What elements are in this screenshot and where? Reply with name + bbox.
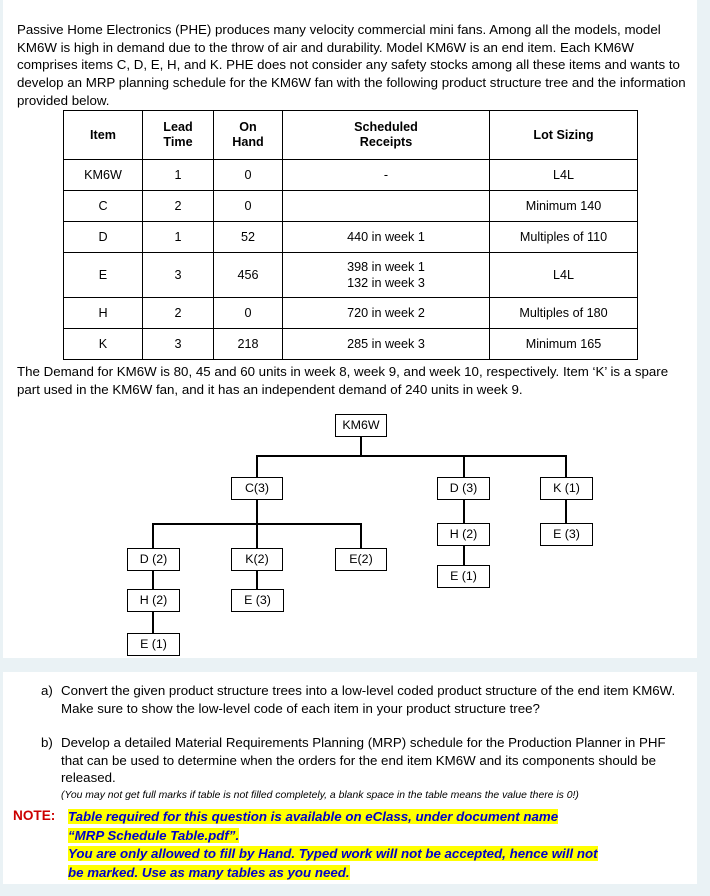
cell-lead-time: 1: [142, 221, 214, 253]
tree-node-e3-under-k2[interactable]: E (3): [231, 589, 284, 612]
cell-on-hand: 52: [213, 221, 283, 253]
cell-scheduled-receipts: 440 in week 1: [282, 221, 490, 253]
header-scheduled-line1: Scheduled: [354, 120, 418, 134]
tree-connector: [152, 523, 154, 548]
tree-connector: [152, 612, 154, 633]
tree-node-e3-under-k1[interactable]: E (3): [540, 523, 593, 546]
header-lead-time-line1: Lead: [163, 120, 193, 134]
cell-on-hand: 0: [213, 297, 283, 329]
tree-node-d2[interactable]: D (2): [127, 548, 180, 571]
cell-item: KM6W: [63, 159, 143, 191]
table-row: H 2 0 720 in week 2 Multiples of 180: [63, 297, 638, 329]
tree-connector: [463, 546, 465, 565]
tree-node-e2[interactable]: E(2): [335, 548, 387, 571]
item-information-table: Item Lead Time On Hand Scheduled Receipt…: [63, 110, 638, 360]
cell-lot-sizing: L4L: [489, 159, 638, 191]
product-structure-tree: KM6W C(3) D (3) K (1) D (2) K(2) E(2) H …: [3, 405, 697, 656]
tree-node-e1-left[interactable]: E (1): [127, 633, 180, 656]
tree-node-h2-middle[interactable]: H (2): [437, 523, 490, 546]
header-lot-sizing: Lot Sizing: [489, 110, 638, 160]
demand-paragraph: The Demand for KM6W is 80, 45 and 60 uni…: [17, 364, 669, 397]
cell-scheduled-receipts-line1: 398 in week 1: [347, 260, 425, 274]
question-b-text: Develop a detailed Material Requirements…: [61, 735, 666, 786]
table-row: K 3 218 285 in week 3 Minimum 165: [63, 328, 638, 360]
tree-node-c3[interactable]: C(3): [231, 477, 283, 500]
cell-lot-sizing: Minimum 140: [489, 190, 638, 222]
header-item: Item: [63, 110, 143, 160]
question-a-text: Convert the given product structure tree…: [61, 683, 676, 716]
cell-item: K: [63, 328, 143, 360]
cell-lot-sizing: L4L: [489, 252, 638, 298]
cell-on-hand: 456: [213, 252, 283, 298]
cell-lead-time: 3: [142, 252, 214, 298]
cell-scheduled-receipts: [282, 190, 490, 222]
cell-lead-time: 2: [142, 190, 214, 222]
header-lead-time-line2: Time: [163, 135, 193, 149]
tree-connector: [565, 500, 567, 523]
tree-node-km6w[interactable]: KM6W: [335, 414, 387, 437]
tree-connector: [256, 455, 258, 477]
header-lead-time: Lead Time: [142, 110, 214, 160]
cell-on-hand: 0: [213, 190, 283, 222]
cell-scheduled-receipts-line2: 132 in week 3: [347, 276, 425, 290]
note-line-2: “MRP Schedule Table.pdf”.: [68, 827, 240, 843]
cell-lot-sizing: Multiples of 180: [489, 297, 638, 329]
table-header-row: Item Lead Time On Hand Scheduled Receipt…: [63, 110, 638, 160]
tree-node-k1[interactable]: K (1): [540, 477, 593, 500]
tree-connector: [463, 455, 465, 477]
tree-node-k2[interactable]: K(2): [231, 548, 283, 571]
tree-node-h2-left[interactable]: H (2): [127, 589, 180, 612]
cell-lead-time: 3: [142, 328, 214, 360]
cell-scheduled-receipts: 398 in week 1 132 in week 3: [282, 252, 490, 298]
table-row: C 2 0 Minimum 140: [63, 190, 638, 222]
header-on-hand-line1: On: [239, 120, 257, 134]
note-line-3: You are only allowed to fill by Hand. Ty…: [68, 846, 598, 861]
tree-connector: [152, 571, 154, 589]
note-label: NOTE:: [13, 808, 56, 823]
question-a-label: a): [41, 683, 53, 698]
cell-item: E: [63, 252, 143, 298]
cell-on-hand: 218: [213, 328, 283, 360]
cell-item: C: [63, 190, 143, 222]
note-line-4: be marked. Use as many tables as you nee…: [68, 864, 350, 880]
cell-on-hand: 0: [213, 159, 283, 191]
cell-scheduled-receipts: 285 in week 3: [282, 328, 490, 360]
question-b-note: (You may not get full marks if table is …: [61, 790, 579, 801]
cell-lead-time: 1: [142, 159, 214, 191]
header-on-hand: On Hand: [213, 110, 283, 160]
tree-connector: [256, 500, 258, 526]
tree-connector: [360, 523, 362, 548]
note-line-1: Table required for this question is avai…: [68, 809, 559, 824]
tree-connector: [565, 455, 567, 477]
questions-panel: a) Convert the given product structure t…: [3, 672, 697, 884]
table-row: E 3 456 398 in week 1 132 in week 3 L4L: [63, 252, 638, 298]
cell-lot-sizing: Multiples of 110: [489, 221, 638, 253]
tree-node-d3[interactable]: D (3): [437, 477, 490, 500]
header-scheduled-receipts: Scheduled Receipts: [282, 110, 490, 160]
tree-connector: [360, 437, 362, 455]
header-on-hand-line2: Hand: [232, 135, 264, 149]
tree-connector: [463, 500, 465, 523]
cell-lot-sizing: Minimum 165: [489, 328, 638, 360]
question-b-label: b): [41, 735, 53, 750]
cell-item: D: [63, 221, 143, 253]
top-content-panel: Passive Home Electronics (PHE) produces …: [3, 0, 697, 658]
table-row: D 1 52 440 in week 1 Multiples of 110: [63, 221, 638, 253]
tree-connector: [256, 455, 565, 457]
cell-lead-time: 2: [142, 297, 214, 329]
tree-connector: [256, 523, 258, 548]
tree-node-e1-middle[interactable]: E (1): [437, 565, 490, 588]
header-scheduled-line2: Receipts: [359, 135, 413, 149]
table-row: KM6W 1 0 - L4L: [63, 159, 638, 191]
cell-scheduled-receipts: 720 in week 2: [282, 297, 490, 329]
tree-connector: [256, 571, 258, 589]
intro-paragraph: Passive Home Electronics (PHE) produces …: [17, 22, 686, 108]
cell-item: H: [63, 297, 143, 329]
note-body: Table required for this question is avai…: [68, 808, 688, 882]
cell-scheduled-receipts: -: [282, 159, 490, 191]
